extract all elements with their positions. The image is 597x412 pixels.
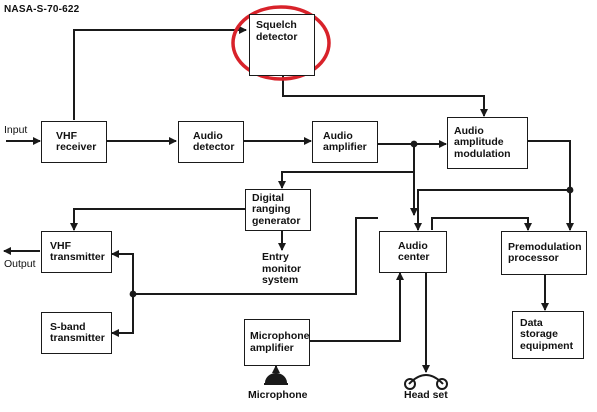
connector-squelch-to-modulation (282, 75, 488, 117)
connector-bus-to-vhf-tx (111, 250, 134, 294)
microphone-amplifier-label: Microphone amplifier (250, 330, 310, 354)
connector-center-to-premod (431, 217, 532, 231)
s-band-transmitter-label: S-band transmitter (50, 320, 105, 344)
audio-detector-block: Audio detector (178, 121, 244, 163)
data-storage-equipment-label: Data storage equipment (520, 316, 574, 352)
connector-to-digital-ranging (278, 144, 415, 189)
data-storage-equipment-block: Data storage equipment (512, 311, 584, 359)
digital-ranging-generator-label: Digital ranging generator (252, 191, 301, 227)
audio-amplifier-label: Audio amplifier (323, 129, 367, 153)
junction-dot (129, 290, 137, 298)
squelch-detector-block: Squelch detector (249, 14, 315, 76)
head-set-label: Head set (404, 389, 448, 401)
junction-dot (410, 140, 418, 148)
audio-center-label: Audio center (398, 239, 430, 263)
premodulation-processor-block: Premodulation processor (501, 231, 587, 275)
digital-ranging-generator-block: Digital ranging generator (245, 189, 311, 231)
microphone-label: Microphone (248, 389, 308, 401)
microphone-amplifier-block: Microphone amplifier (244, 319, 310, 366)
connector-mic-amp-to-center (310, 272, 404, 342)
connector-receiver-to-squelch (73, 26, 247, 120)
audio-amplifier-block: Audio amplifier (312, 121, 378, 163)
audio-amplitude-modulation-label: Audio amplitude modulation (454, 124, 511, 160)
audio-detector-label: Audio detector (193, 129, 235, 153)
entry-monitor-system-label: Entry monitor system (262, 251, 302, 286)
squelch-detector-label: Squelch detector (256, 19, 298, 43)
reference-id: NASA-S-70-622 (4, 4, 80, 15)
connector-ranging-to-vhf-tx (70, 208, 245, 231)
microphone-icon (264, 373, 288, 385)
vhf-transmitter-block: VHF transmitter (41, 231, 112, 273)
vhf-transmitter-label: VHF transmitter (50, 239, 105, 263)
audio-center-block: Audio center (379, 231, 447, 273)
s-band-transmitter-block: S-band transmitter (41, 312, 112, 354)
vhf-receiver-label: VHF receiver (56, 129, 97, 153)
connector-bus-to-sband (111, 294, 134, 337)
connector-center-to-bus (133, 217, 378, 295)
output-label: Output (4, 258, 36, 270)
input-label: Input (4, 124, 28, 136)
vhf-receiver-block: VHF receiver (41, 121, 107, 163)
connector-bus-to-audio-center (414, 189, 570, 231)
audio-amplitude-modulation-block: Audio amplitude modulation (447, 117, 528, 169)
junction-dot (566, 186, 574, 194)
premodulation-processor-label: Premodulation processor (508, 240, 582, 264)
squelch-highlight-circle (231, 5, 331, 81)
connector-modulation-to-bus (528, 140, 571, 190)
headset-icon (404, 374, 448, 390)
